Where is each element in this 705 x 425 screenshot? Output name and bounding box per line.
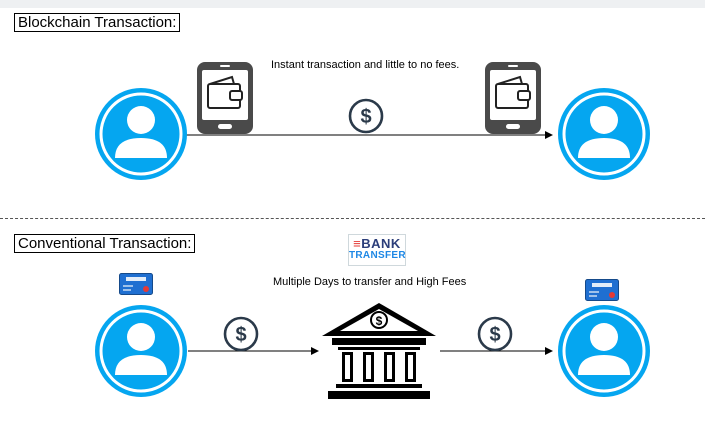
sender-wallet-phone-icon — [197, 62, 253, 134]
conventional-sender-user-avatar-icon — [95, 305, 187, 397]
conventional-dollar-coin-icon-right: $ — [477, 316, 513, 352]
bank-stripes-icon: ≡ — [353, 236, 362, 251]
top-bar — [0, 0, 705, 8]
sender-user-avatar-icon — [95, 88, 187, 180]
svg-text:$: $ — [360, 106, 371, 128]
bank-logo-word2: TRANSFER — [349, 250, 406, 261]
svg-text:$: $ — [235, 324, 246, 346]
bank-logo-word1: BANK — [361, 236, 401, 251]
svg-text:$: $ — [376, 314, 383, 328]
svg-text:$: $ — [489, 324, 500, 346]
conventional-section-title: Conventional Transaction: — [14, 234, 196, 253]
blockchain-caption: Instant transaction and little to no fee… — [271, 59, 460, 71]
bank-transfer-logo: ≡BANK TRANSFER — [348, 234, 406, 266]
section-divider — [0, 218, 705, 219]
sender-credit-card-icon — [119, 273, 153, 295]
receiver-credit-card-icon — [585, 279, 619, 301]
receiver-user-avatar-icon — [558, 88, 650, 180]
bank-building-icon: $ — [322, 303, 436, 399]
receiver-wallet-phone-icon — [485, 62, 541, 134]
blockchain-section-title: Blockchain Transaction: — [14, 13, 181, 32]
conventional-receiver-user-avatar-icon — [558, 305, 650, 397]
conventional-dollar-coin-icon-left: $ — [223, 316, 259, 352]
blockchain-dollar-coin-icon: $ — [348, 98, 384, 134]
conventional-caption: Multiple Days to transfer and High Fees — [273, 276, 467, 288]
